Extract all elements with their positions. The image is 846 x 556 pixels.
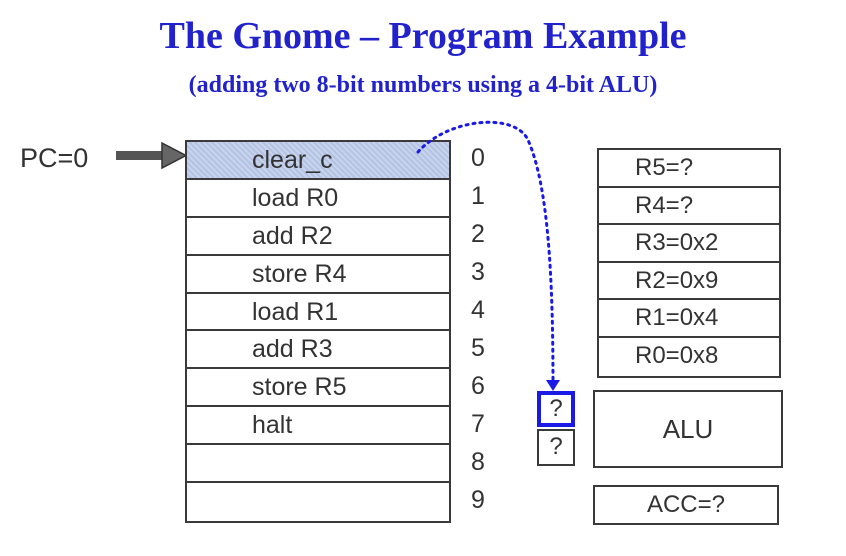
memory-address-7: 7 bbox=[471, 410, 485, 438]
register-r0: R0=0x8 bbox=[635, 341, 719, 369]
register-r2: R2=0x9 bbox=[599, 263, 779, 301]
register-r5: R5=? bbox=[599, 150, 779, 188]
memory-address-0: 0 bbox=[471, 144, 485, 172]
pc-arrow-icon bbox=[116, 141, 188, 170]
memory-cell-9 bbox=[187, 483, 449, 521]
memory-address-3: 3 bbox=[471, 258, 485, 286]
memory-cell-6: store R5 bbox=[187, 369, 449, 408]
alu-block: ALU bbox=[593, 390, 783, 468]
memory-address-8: 8 bbox=[471, 448, 485, 476]
carry-bit-highlighted: ? bbox=[537, 391, 575, 427]
memory-address-5: 5 bbox=[471, 334, 485, 362]
memory-cell-2: add R2 bbox=[187, 218, 449, 256]
program-counter-label: PC=0 bbox=[20, 143, 89, 173]
page-subtitle: (adding two 8-bit numbers using a 4-bit … bbox=[188, 72, 658, 98]
page-title: The Gnome – Program Example bbox=[159, 15, 687, 57]
program-memory: clear_c load R0 add R2 store R4 load R1 … bbox=[185, 140, 451, 523]
register-r4: R4=? bbox=[599, 188, 779, 226]
register-r3: R3=0x2 bbox=[599, 225, 779, 263]
memory-cell-3: store R4 bbox=[187, 256, 449, 294]
memory-address-1: 1 bbox=[471, 182, 485, 210]
register-file: R5=? R4=? R3=0x2 R2=0x9 R1=0x4 R0=0x8 bbox=[597, 148, 781, 378]
memory-cell-7: halt bbox=[187, 407, 449, 446]
accumulator: ACC=? bbox=[593, 485, 779, 525]
memory-cell-8 bbox=[187, 445, 449, 484]
memory-cell-0: clear_c bbox=[187, 142, 449, 180]
memory-address-4: 4 bbox=[471, 296, 485, 324]
register-r1: R1=0x4 bbox=[599, 300, 779, 338]
memory-cell-1: load R0 bbox=[187, 180, 449, 218]
memory-address-6: 6 bbox=[471, 372, 485, 400]
memory-cell-5: add R3 bbox=[187, 331, 449, 370]
memory-address-9: 9 bbox=[471, 486, 485, 514]
carry-bit: ? bbox=[537, 429, 575, 466]
memory-cell-4: load R1 bbox=[187, 294, 449, 332]
memory-address-2: 2 bbox=[471, 220, 485, 248]
